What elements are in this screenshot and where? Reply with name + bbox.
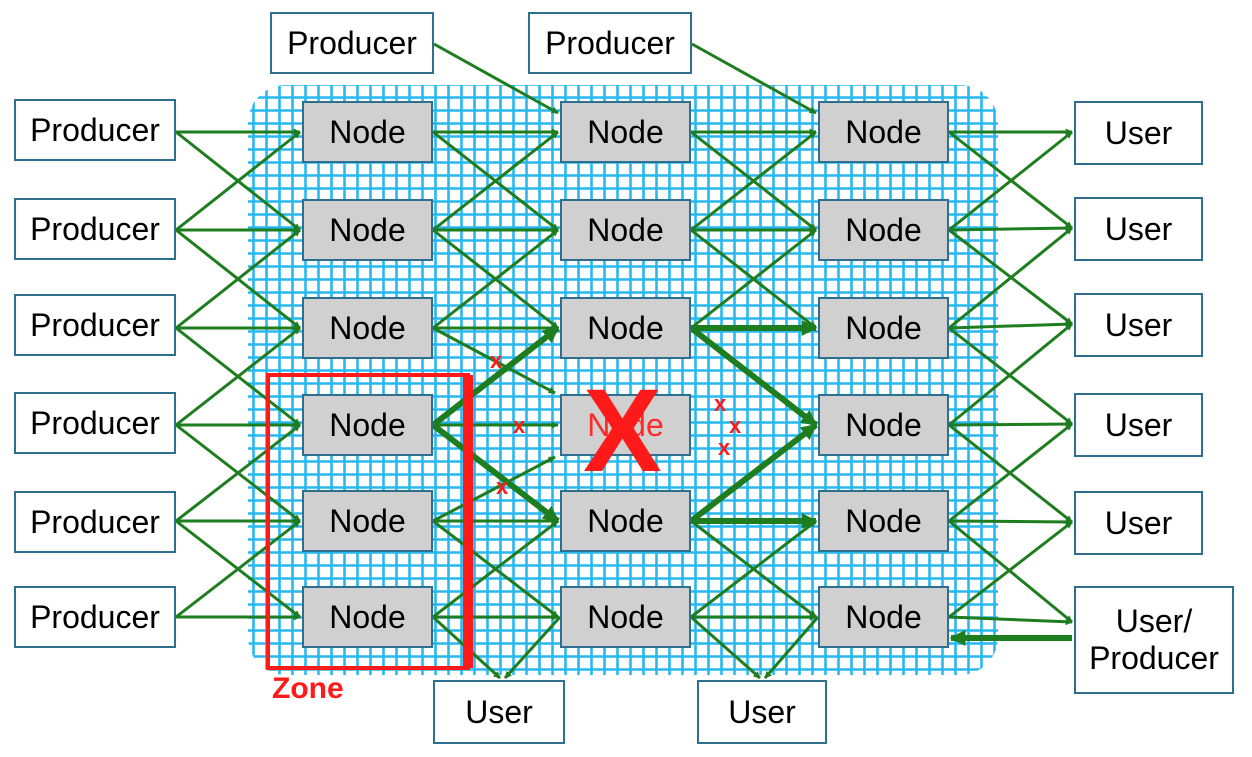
arrow-12 — [175, 423, 301, 523]
bottom-user-1: User — [433, 680, 565, 744]
arrow-49 — [948, 224, 1073, 232]
node-c2-r5: Node — [560, 490, 691, 552]
arrow-66 — [690, 615, 761, 680]
arrow-51 — [948, 226, 1073, 330]
node-c2-r3: Node — [560, 297, 691, 359]
broken-link-mark-2: x — [513, 413, 526, 438]
node-c3-r6: Node — [818, 586, 949, 648]
right-user-4: User — [1074, 393, 1203, 457]
broken-link-mark-5: x — [729, 413, 742, 438]
node-c2-r6: Node — [560, 586, 691, 648]
node-c1-r6: Node — [302, 586, 433, 648]
left-producer-2: Producer — [14, 198, 176, 260]
arrow-48 — [948, 130, 1073, 232]
node-c1-r5: Node — [302, 490, 433, 552]
node-c1-r4: Node — [302, 394, 433, 456]
left-producer-4: Producer — [14, 392, 176, 454]
connection-arrows — [175, 42, 1073, 680]
zone-label: Zone — [272, 672, 344, 705]
node-c1-r1: Node — [302, 101, 433, 163]
arrow-19 — [432, 130, 559, 232]
arrow-52 — [948, 320, 1073, 330]
arrow-63 — [691, 42, 817, 115]
node-c3-r5: Node — [818, 490, 949, 552]
node-c2-r2: Node — [560, 199, 691, 261]
arrow-9 — [175, 326, 301, 427]
arrow-38 — [689, 422, 818, 524]
arrow-61 — [948, 615, 1073, 626]
node-c2-r1: Node — [560, 101, 691, 163]
node-c3-r2: Node — [818, 199, 949, 261]
node-c2-r4-failed: Node — [560, 394, 691, 456]
arrow-22 — [432, 228, 559, 330]
arrow-67 — [763, 616, 820, 679]
user-producer-line-2: Producer — [1089, 640, 1219, 676]
top-producer-1: Producer — [270, 12, 434, 74]
user-producer-line-1: User/ — [1115, 603, 1193, 640]
user-producer-box: User/ Producer — [1074, 586, 1234, 694]
arrow-59 — [948, 519, 1073, 624]
arrow-54 — [948, 322, 1073, 427]
broken-link-mark-6: x — [718, 435, 731, 460]
arrow-57 — [948, 422, 1073, 523]
node-c3-r1: Node — [818, 101, 949, 163]
arrow-58 — [948, 518, 1073, 526]
arrow-32 — [690, 130, 817, 232]
arrow-65 — [503, 615, 562, 680]
arrow-45 — [432, 455, 556, 523]
arrow-41 — [690, 519, 817, 619]
arrow-25 — [431, 422, 560, 524]
node-c3-r4: Node — [818, 394, 949, 456]
arrow-35 — [690, 228, 817, 330]
arrow-60 — [948, 520, 1073, 619]
arrow-3 — [175, 130, 301, 232]
arrow-6 — [175, 228, 301, 330]
right-user-5: User — [1074, 491, 1203, 555]
arrow-37 — [689, 325, 818, 428]
arrow-28 — [432, 519, 559, 619]
right-user-2: User — [1074, 197, 1203, 261]
failed-node-cross-mark: X — [583, 365, 662, 497]
arrow-43 — [432, 326, 556, 395]
node-c3-r3: Node — [818, 297, 949, 359]
top-producer-2: Producer — [528, 12, 692, 74]
node-c1-r3: Node — [302, 297, 433, 359]
arrow-55 — [948, 420, 1073, 428]
left-producer-5: Producer — [14, 491, 176, 553]
bottom-user-2: User — [697, 680, 827, 744]
left-producer-6: Producer — [14, 586, 176, 648]
left-producer-1: Producer — [14, 99, 176, 161]
broken-link-mark-1: x — [490, 348, 503, 373]
right-user-3: User — [1074, 293, 1203, 357]
arrow-15 — [175, 519, 301, 619]
node-c1-r2: Node — [302, 199, 433, 261]
arrow-62 — [433, 42, 559, 115]
left-producer-3: Producer — [14, 294, 176, 356]
right-user-1: User — [1074, 101, 1203, 165]
arrow-24 — [431, 325, 560, 428]
broken-link-mark-4: x — [714, 391, 727, 416]
broken-link-mark-3: x — [496, 474, 509, 499]
